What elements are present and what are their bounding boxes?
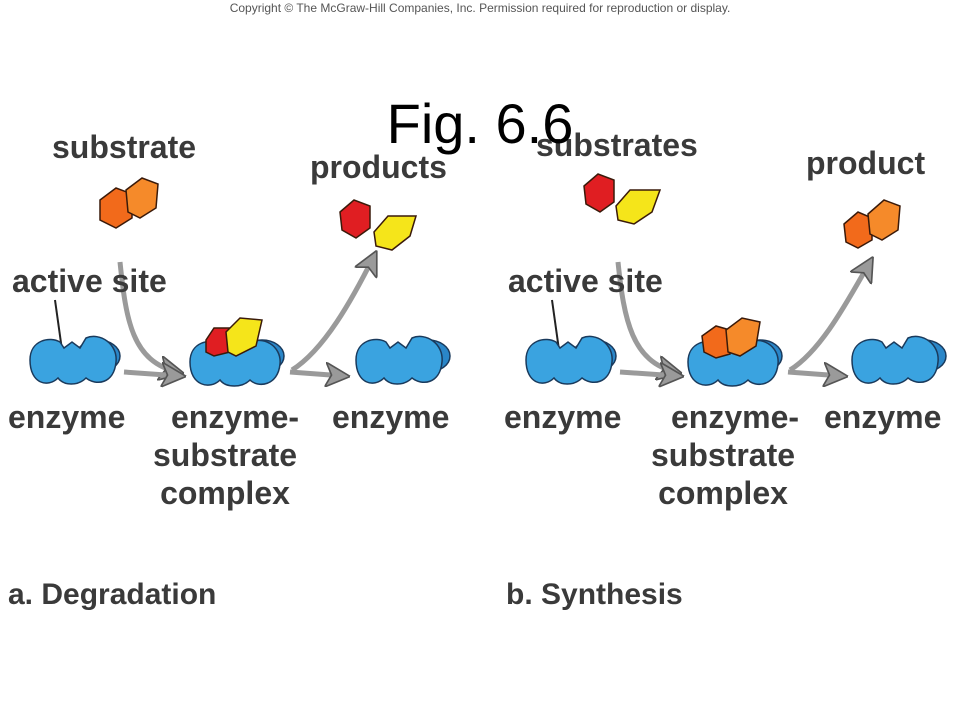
substrate-block [99,177,159,229]
figure-title: Fig. 6.6 [386,92,574,155]
product-red-block [339,199,371,239]
active-site-pointer-b [551,299,560,351]
bound-substrate-block [205,317,263,357]
substrate-red-block [583,173,615,213]
arrow-enzyme-to-complex-b [619,372,678,376]
arrow-complex-to-enzyme [289,372,344,376]
label-products: products [310,149,447,185]
copyright-notice: Copyright © The McGraw-Hill Companies, I… [229,1,731,15]
label-enzyme-b: enzyme [504,399,622,435]
caption-synthesis: b. Synthesis [506,578,683,611]
label-complex-line2: substrate [152,437,298,473]
label-complex-line3-b: complex [658,475,788,511]
arrow-complex-to-products [290,256,374,373]
product-yellow-block [373,215,418,251]
label-complex-line2-b: substrate [650,437,796,473]
label-active-site: active site [12,263,167,299]
arrow-enzyme-to-complex [123,372,180,376]
enzyme-shape-b [525,335,617,385]
active-site-pointer [54,299,63,351]
label-enzyme: enzyme [8,399,126,435]
arrow-complex-to-enzyme-b [787,372,842,376]
label-product: product [806,145,926,181]
arrow-complex-to-product [788,262,870,373]
label-substrate: substrate [52,129,197,165]
product-block [843,199,901,249]
released-enzyme-shape [355,335,451,385]
label-released-enzyme-b: enzyme [824,399,942,435]
label-active-site-b: active site [508,263,663,299]
substrate-yellow-block [615,189,662,225]
label-substrates: substrates [536,127,698,163]
caption-degradation: a. Degradation [8,578,217,611]
released-enzyme-shape-b [851,335,947,385]
label-released-enzyme: enzyme [332,399,450,435]
label-complex-line3: complex [160,475,290,511]
label-complex-line1-b: enzyme- [670,399,800,435]
label-complex-line1: enzyme- [170,399,300,435]
bound-substrates-block [701,317,761,359]
enzyme-shape [29,335,121,385]
